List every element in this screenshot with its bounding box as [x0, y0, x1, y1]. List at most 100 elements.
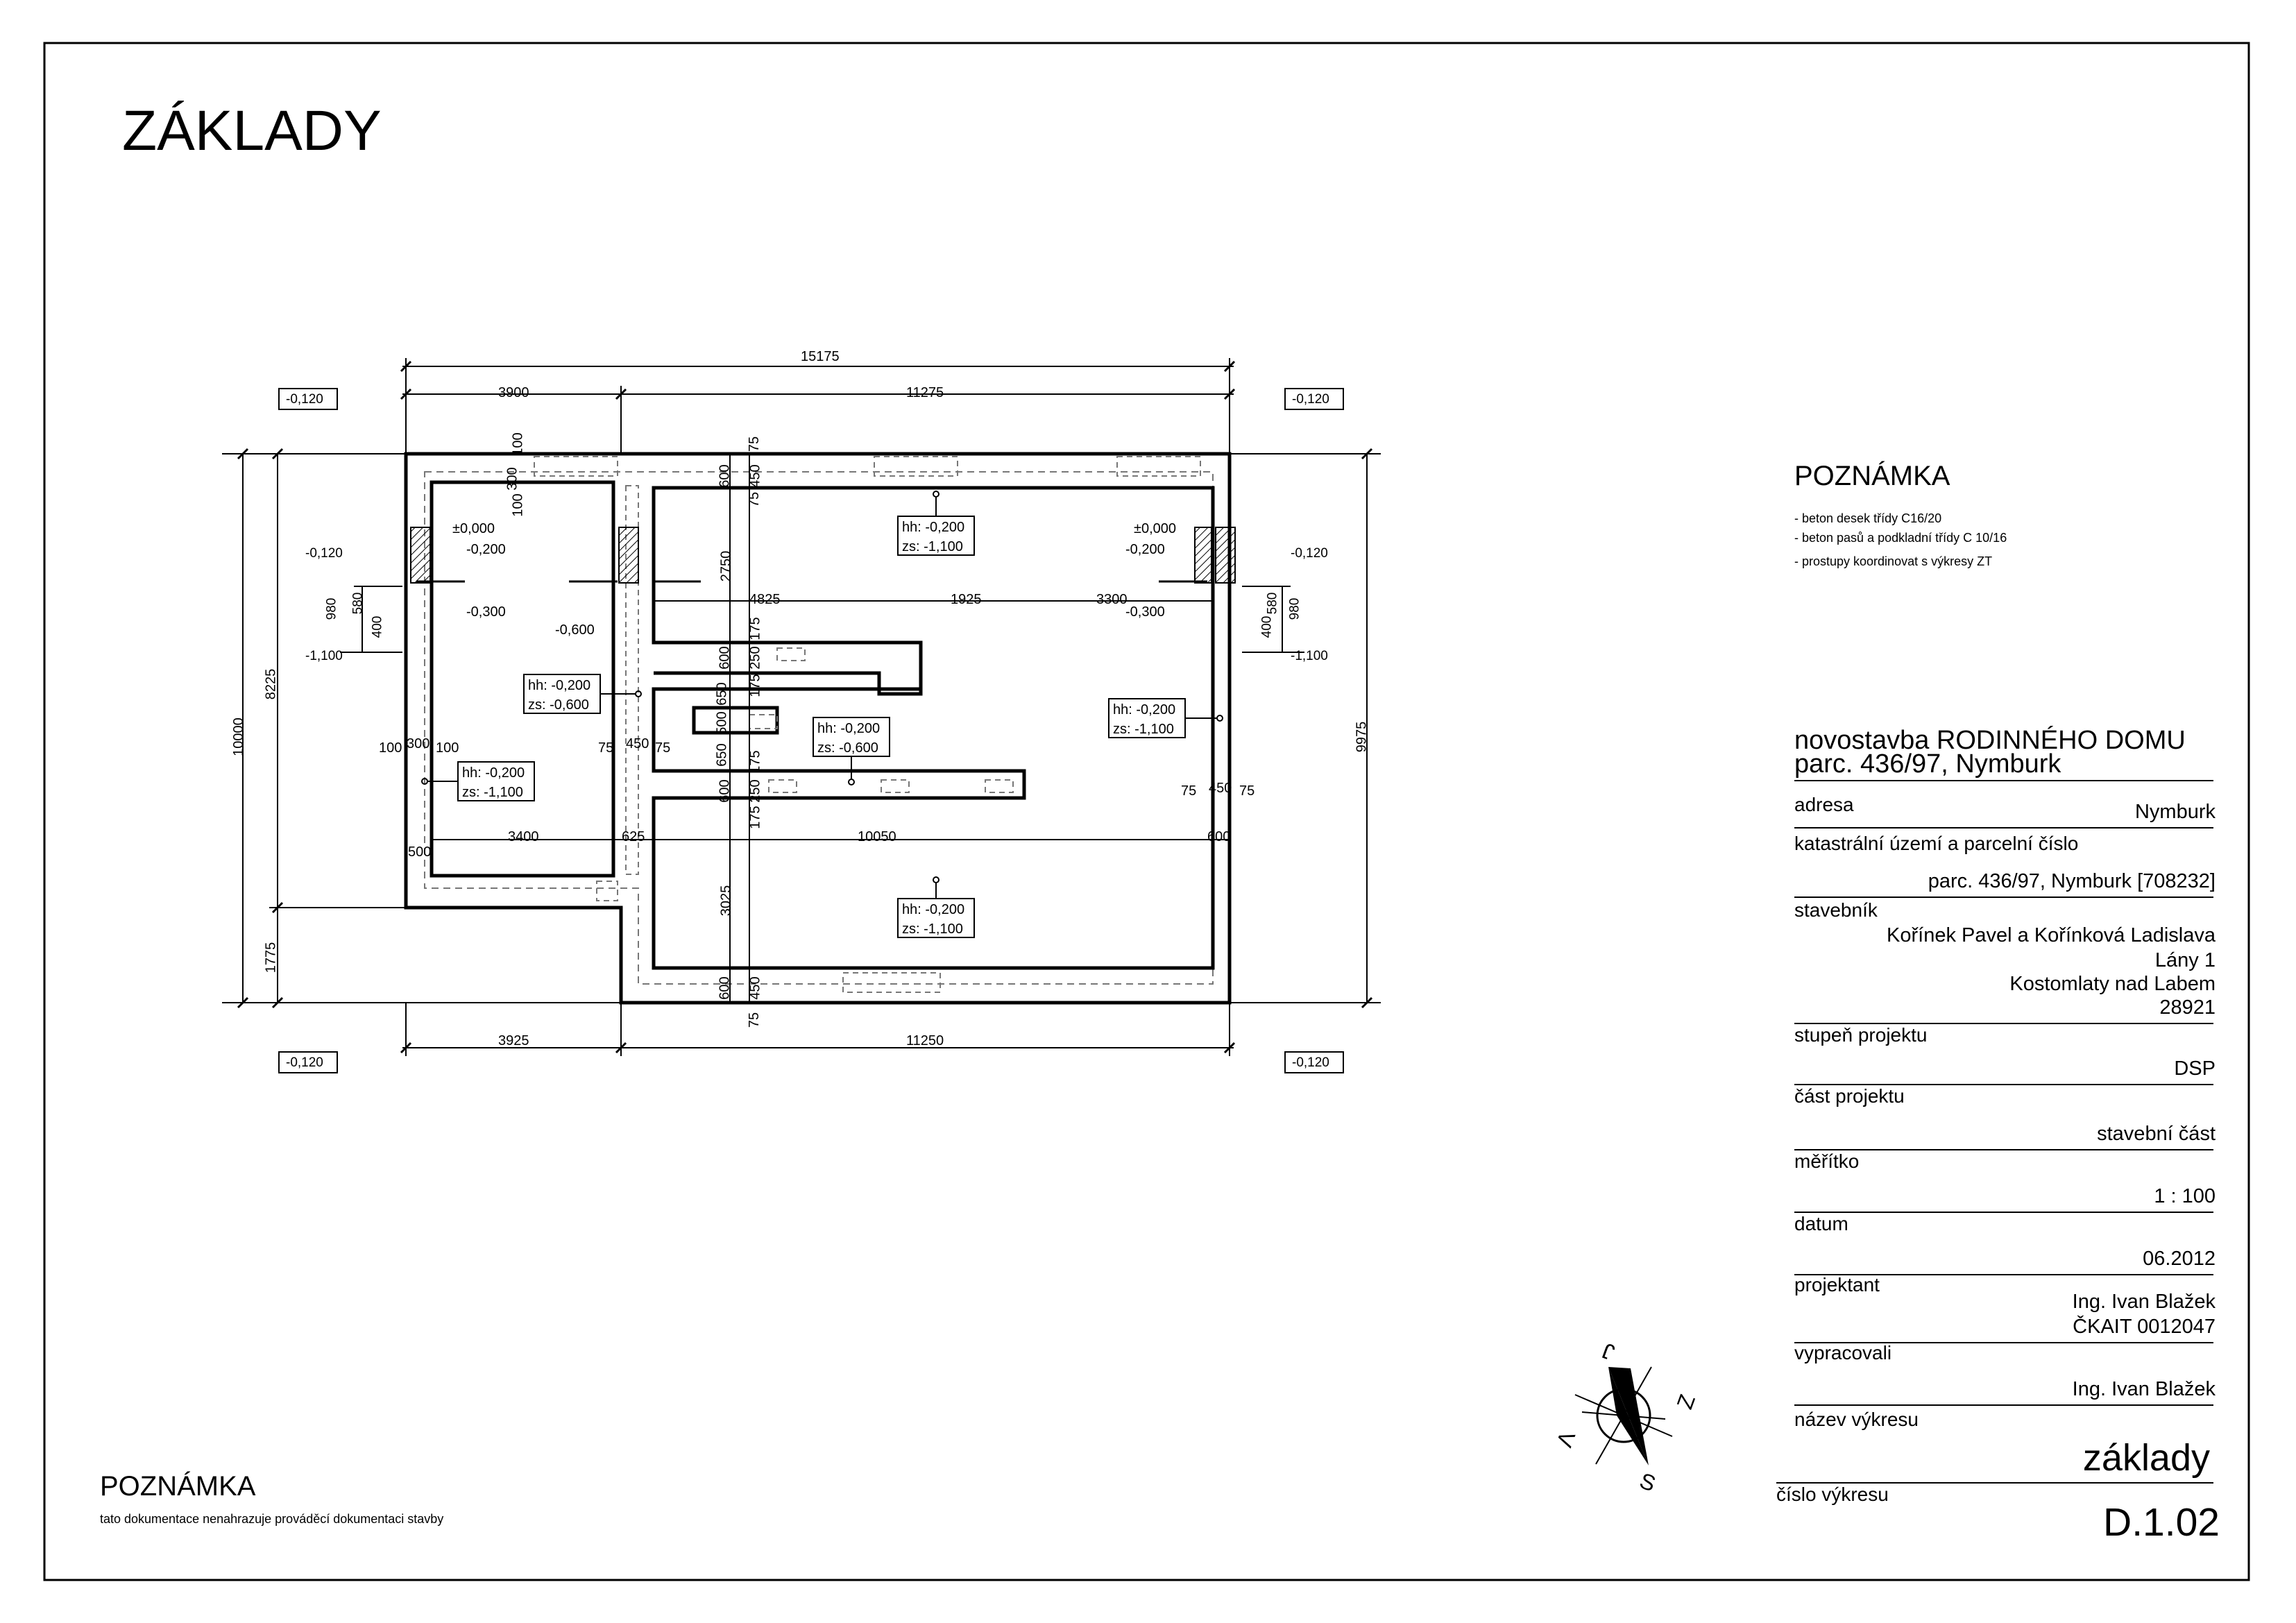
- tag-4-hh: hh: -0,200: [1113, 702, 1176, 717]
- edge-right-level-top: -0,120: [1291, 546, 1328, 561]
- title-rule: [1794, 780, 2213, 781]
- title-rule: [1794, 1342, 2213, 1343]
- edge-right-level-bot: -1,100: [1291, 649, 1328, 663]
- tag-points: [421, 491, 1223, 899]
- dim-int-75a: 75: [598, 740, 614, 756]
- tag-2-hh: hh: -0,200: [528, 678, 591, 693]
- corner-level-tl: -0,120: [286, 392, 323, 407]
- level-right-200: -0,200: [1125, 542, 1165, 557]
- wall-hatch-right: [1215, 527, 1236, 584]
- drawing-name-value: základy: [2082, 1437, 2210, 1479]
- level-left-200: -0,200: [466, 542, 506, 557]
- tag-1-hh: hh: -0,200: [902, 520, 965, 535]
- title-rule: [1794, 827, 2213, 829]
- cadastre-label: katastrální území a parcelní číslo: [1794, 833, 2079, 854]
- dim-int-4825: 4825: [749, 592, 781, 607]
- dim-int-100a: 100: [379, 740, 402, 756]
- note-top-line-1: - beton desek třídy C16/20: [1794, 511, 1942, 525]
- dim-int-75b: 75: [655, 740, 671, 756]
- title-rule: [1794, 897, 2213, 898]
- level-left-0: ±0,000: [452, 521, 495, 536]
- date-label: datum: [1794, 1213, 1848, 1234]
- dim-int-625: 625: [622, 829, 645, 844]
- designer-line-1: Ing. Ivan Blažek: [2072, 1291, 2216, 1313]
- corner-level-bl: -0,120: [286, 1055, 323, 1070]
- scale-label: měřítko: [1794, 1150, 1860, 1172]
- tag-6-hh: hh: -0,200: [902, 902, 965, 917]
- designer-label: projektant: [1794, 1274, 1880, 1295]
- tag-3-zs: zs: -0,600: [817, 740, 878, 756]
- builder-line-3: Kostomlaty nad Labem: [2009, 973, 2216, 995]
- part-label: část projektu: [1794, 1085, 1905, 1107]
- middle-strip-top: [654, 640, 923, 696]
- note-bottom-heading: POZNÁMKA: [100, 1471, 256, 1502]
- dim-int-10050: 10050: [858, 829, 896, 844]
- tag-5-zs: zs: -1,100: [462, 785, 523, 800]
- note-top-line-2: - beton pasů a podkladní třídy C 10/16: [1794, 531, 2007, 545]
- note-bottom-text: tato dokumentace nenahrazuje prováděcí d…: [100, 1512, 444, 1526]
- dim-top-total: 15175: [801, 349, 840, 364]
- level-left-300: -0,300: [466, 604, 506, 620]
- title-rule: [1776, 1482, 2213, 1484]
- title-rule: [1794, 1084, 2213, 1085]
- tag-5-hh: hh: -0,200: [462, 765, 525, 781]
- builder-line-4: 28921: [2159, 996, 2216, 1019]
- builder-label: stavebník: [1794, 899, 1878, 921]
- dim-int-450a: 450: [626, 736, 649, 751]
- tag-2-zs: zs: -0,600: [528, 697, 589, 713]
- dim-int-100b: 100: [436, 740, 459, 756]
- drawing-number-label: číslo výkresu: [1776, 1484, 1889, 1505]
- edge-left-level-bot: -1,100: [305, 649, 343, 663]
- wall-hatch-left: [410, 527, 431, 584]
- note-top-heading: POZNÁMKA: [1794, 461, 1950, 491]
- address-value: Nymburk: [2134, 801, 2216, 823]
- level-center-600: -0,600: [555, 622, 595, 638]
- dim-int-500: 500: [408, 844, 432, 860]
- prepared-label: vypracovali: [1794, 1342, 1892, 1363]
- project-name-line-1: novostavba RODINNÉHO DOMU: [1794, 726, 2186, 755]
- builder-line-2: Lány 1: [2154, 949, 2216, 971]
- dimension-lines: [242, 366, 1368, 1048]
- drawing-name-label: název výkresu: [1794, 1409, 1919, 1430]
- dimension-ticks: [237, 360, 1373, 1054]
- title-rule: [1794, 1149, 2213, 1150]
- title-rule: [1794, 1023, 2213, 1024]
- scale-value: 1 : 100: [2154, 1185, 2216, 1207]
- tag-1-zs: zs: -1,100: [902, 539, 963, 554]
- builder-line-1: Kořínek Pavel a Kořínková Ladislava: [1887, 924, 2216, 946]
- dim-int-3400: 3400: [508, 829, 539, 844]
- dim-int-75d: 75: [1239, 783, 1255, 799]
- note-top-line-3: - prostupy koordinovat s výkresy ZT: [1794, 554, 1993, 568]
- drawing-number-value: D.1.02: [2103, 1500, 2220, 1545]
- dim-bottom-right: 11250: [906, 1033, 944, 1048]
- dim-int-600: 600: [1207, 829, 1231, 844]
- left-room-outline: [430, 480, 615, 878]
- title-rule: [1794, 1404, 2213, 1406]
- corner-level-tr: -0,120: [1292, 392, 1329, 407]
- dashed-openings: [534, 456, 1201, 993]
- wall-hatch-center-left: [618, 527, 639, 584]
- extension-lines: [222, 358, 1381, 1056]
- slab-edge-dashed: [424, 471, 1214, 985]
- dim-int-450b: 450: [1209, 781, 1232, 796]
- title-rule: [1794, 1212, 2213, 1213]
- part-value: stavební část: [2097, 1123, 2216, 1145]
- date-value: 06.2012: [2143, 1248, 2216, 1270]
- drawing-title: ZÁKLADY: [122, 99, 382, 162]
- corner-level-boxes: [278, 388, 1344, 1073]
- address-label: adresa: [1794, 794, 1854, 815]
- dim-top-left: 3900: [498, 385, 529, 400]
- corner-level-br: -0,120: [1292, 1055, 1329, 1070]
- project-name-line-2: parc. 436/97, Nymburk: [1794, 749, 2061, 779]
- tag-4-zs: zs: -1,100: [1113, 722, 1174, 737]
- tag-3-hh: hh: -0,200: [817, 721, 881, 736]
- dim-int-300: 300: [407, 736, 430, 751]
- dim-int-1925: 1925: [951, 592, 982, 607]
- dim-bottom-left: 3925: [498, 1033, 529, 1048]
- title-rule: [1794, 1274, 2213, 1275]
- middle-strip-bottom: [654, 769, 1026, 800]
- tag-6-zs: zs: -1,100: [902, 921, 963, 937]
